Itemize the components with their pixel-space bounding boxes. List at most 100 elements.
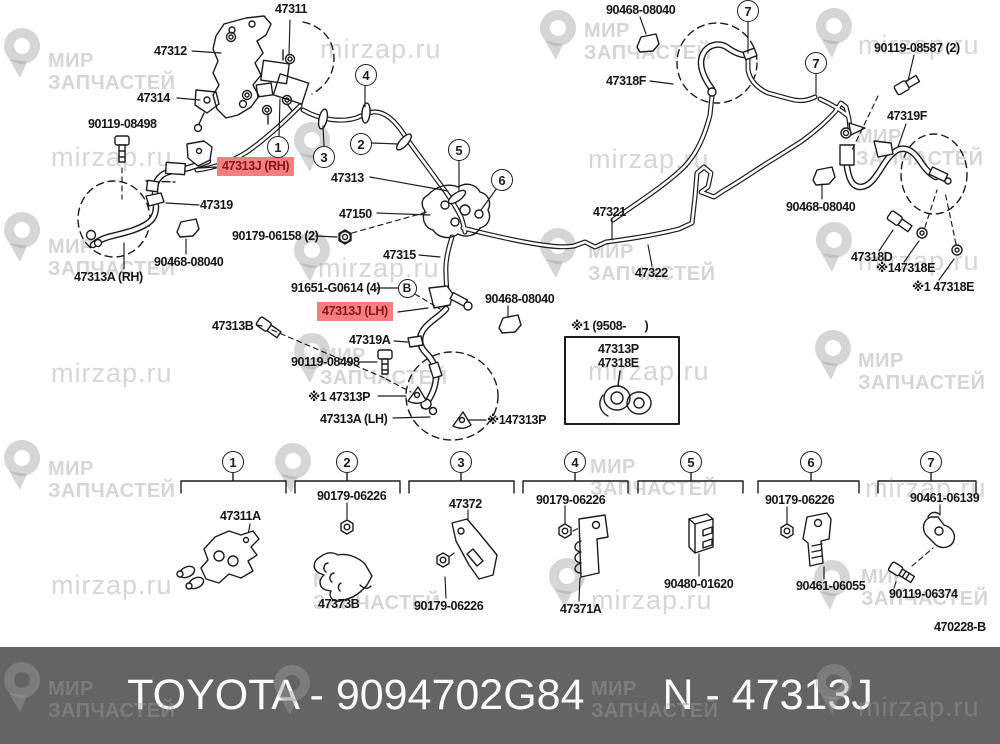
part-label-l90468L: 90468-08040 (154, 255, 224, 269)
callout-circle-g5: 5 (680, 451, 702, 473)
part-label-l90119b: 90119-08498 (291, 355, 360, 369)
part-label-lE2: ※1 47318E (912, 280, 975, 294)
callout-circle-g1: 1 (222, 451, 244, 473)
part-label-ls1b: ※147313P (487, 413, 547, 427)
part-label-g3l2: 90179-06226 (414, 599, 484, 613)
part-label-g2l2: 47373B (318, 597, 360, 611)
callout-circle-g4: 4 (564, 451, 586, 473)
part-label-l47318F: 47318F (606, 74, 646, 88)
callout-circle-c5: 5 (448, 139, 470, 161)
part-label-l90468M: 90468-08040 (485, 292, 555, 306)
part-90480-01620 (688, 513, 714, 554)
hose-clip-47313p-2 (452, 411, 472, 429)
part-label-g1l: 47311A (220, 509, 261, 523)
washer-47318e-1 (916, 227, 928, 239)
part-label-l91651: 91651-G0614 (4) (291, 281, 381, 295)
part-label-l47321: 47321 (593, 205, 626, 219)
part-label-g5l: 90480-01620 (664, 577, 734, 591)
callout-circle-c2: 2 (350, 133, 372, 155)
callout-circle-g2: 2 (336, 451, 358, 473)
part-label-l47313B: 47313B (212, 319, 254, 333)
part-label-l47315: 47315 (383, 248, 416, 262)
part-47372 (436, 518, 498, 580)
clip-47319a (407, 335, 424, 348)
callout-circle-c4: 4 (355, 64, 377, 86)
part-label-l47313A_LH: 47313A (LH) (320, 412, 388, 426)
part-90179-06226-g2 (340, 519, 354, 535)
callout-circle-c7a: 7 (737, 0, 759, 22)
part-label-lbox2: 47318E (598, 356, 639, 370)
part-label-l47313A_RH: 47313A (RH) (74, 270, 143, 284)
group-parts (176, 511, 956, 602)
clamp-90468-left (176, 218, 200, 238)
part-label-g7l1: 90461-06139 (910, 491, 980, 505)
callout-circle-c3: 3 (313, 146, 335, 168)
bracket-47314 (193, 89, 220, 133)
callout-circle-g3: 3 (450, 451, 472, 473)
part-label-l90119c: 90119-08587 (2) (874, 41, 960, 55)
valve-cluster-47150 (421, 183, 491, 239)
part-label-l90468R: 90468-08040 (786, 200, 856, 214)
brake-tubes (194, 55, 853, 301)
clamp-90468-top (636, 33, 660, 53)
hose-clip-47313p-1 (407, 386, 427, 404)
callout-circle-g6: 6 (800, 451, 822, 473)
part-47373b (313, 552, 373, 602)
part-label-l90119a: 90119-08498 (88, 117, 157, 131)
callout-circle-cB: B (397, 278, 417, 298)
bolt-90119-08587 (893, 74, 921, 96)
callout-circle-c6: 6 (491, 169, 513, 191)
brake-actuator-body (225, 31, 310, 125)
part-label-l90468T: 90468-08040 (606, 3, 676, 17)
highlighted-part-label-hRH: 47313J (RH) (217, 157, 295, 176)
hose-47313j-lh (418, 307, 448, 408)
clamp-90468-mid (498, 314, 522, 334)
fittings (85, 33, 963, 429)
footer-brand-part-number: TOYOTA - 9094702G84 (127, 671, 585, 719)
callout-circle-c7b: 7 (805, 52, 827, 74)
part-label-l47319A: 47319A (349, 333, 391, 347)
washer-47318e-2 (951, 244, 963, 256)
part-label-l47319: 47319 (200, 198, 233, 212)
part-label-g4l1: 90179-06226 (536, 493, 606, 507)
footer-reference-code: N - 47313J (662, 671, 873, 719)
footer-bar: TOYOTA - 9094702G84 N - 47313J (0, 647, 1000, 744)
highlighted-part-label-hLH: 47313J (LH) (317, 302, 393, 321)
wheel-housing-rear-rh (900, 133, 968, 215)
wheel-housing-rear-lh (676, 22, 758, 104)
bolt-47313b (255, 316, 282, 339)
part-label-lbox1: 47313P (598, 342, 639, 356)
part-label-lboxT: ※1 (9508- ) (571, 319, 649, 333)
group-brackets (180, 472, 977, 494)
part-47311a (176, 530, 260, 590)
part-label-g3l1: 47372 (449, 497, 482, 511)
ref-box (564, 336, 680, 425)
part-90119-06374 (887, 561, 916, 584)
part-label-l90179_06158: 90179-06158 (2) (232, 229, 319, 243)
clip-47319 (145, 192, 165, 207)
part-label-l47314: 47314 (137, 91, 170, 105)
part-90461-06055 (780, 512, 832, 567)
part-label-l47319F: 47319F (887, 109, 927, 123)
hose-47318f (699, 42, 751, 91)
part-label-g2l1: 90179-06226 (317, 489, 387, 503)
part-label-l47311: 47311 (275, 2, 308, 16)
part-label-l47313: 47313 (331, 171, 364, 185)
part-label-lE1: ※147318E (876, 261, 936, 275)
wheel-housing-front-lh (405, 351, 499, 441)
part-47371a (558, 514, 609, 578)
part-label-lcode: 470228-B (934, 620, 986, 634)
callout-circle-g7: 7 (920, 451, 942, 473)
part-label-l47318D: 47318D (851, 250, 893, 264)
part-label-l47150: 47150 (339, 207, 372, 221)
part-label-g4l2: 47371A (560, 602, 602, 616)
part-label-g6l1: 90179-06226 (765, 493, 835, 507)
part-label-l47312: 47312 (154, 44, 187, 58)
part-label-ls1a: ※1 47313P (308, 390, 371, 404)
dashed-leaders (121, 95, 957, 567)
part-label-l47322: 47322 (635, 266, 668, 280)
callout-circle-c1: 1 (267, 136, 289, 158)
